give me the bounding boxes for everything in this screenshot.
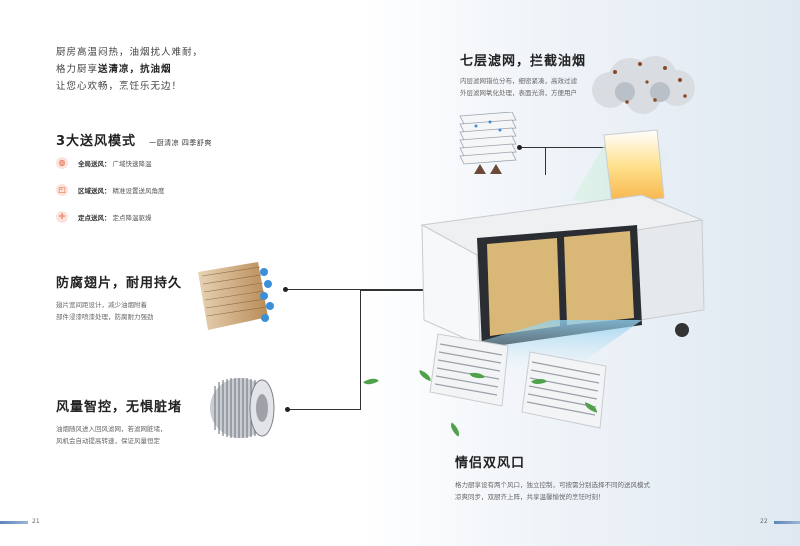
mode-desc: 广域快速降温 bbox=[112, 160, 152, 168]
airflow-desc-2: 风机会自动提高转速，保证风量恒定 bbox=[56, 437, 160, 445]
mode-item-area: ◰ 区域送风：精准设置送风角度 bbox=[56, 183, 165, 197]
fins-desc-2: 部件浸漆喷漆处理，防腐耐力强劲 bbox=[56, 313, 154, 321]
modes-list: ◍ 全局送风：广域快速降温 ◰ 区域送风：精准设置送风角度 ✛ 定点送风：定点降… bbox=[56, 156, 165, 224]
mode-name: 全局送风： bbox=[78, 160, 111, 168]
leaf-decoration bbox=[363, 374, 379, 389]
ac-unit-image bbox=[420, 129, 705, 370]
fins-title: 防腐翅片，耐用持久 bbox=[56, 276, 183, 291]
intro-line-2: 格力厨享送清凉，抗油烟 bbox=[56, 61, 203, 78]
mode-item-global: ◍ 全局送风：广域快速降温 bbox=[56, 156, 165, 170]
crosshair-icon: ✛ bbox=[56, 211, 68, 223]
footer-bar-left bbox=[0, 521, 28, 524]
filter-desc-1: 内层滤网错位分布，细密紧凑，高效过滤 bbox=[460, 77, 577, 85]
filter-section: 七层滤网，拦截油烟 内层滤网错位分布，细密紧凑，高效过滤 外层滤网氧化处理，表面… bbox=[460, 50, 586, 99]
fins-section: 防腐翅片，耐用持久 翅片宽间距设计，减少油烟附着 部件浸漆喷漆处理，防腐耐力强劲 bbox=[56, 272, 182, 323]
dual-outlet-section: 情侣双风口 格力厨享设有两个风口，独立控制，可按需分别选择不同的送风模式 凉爽同… bbox=[455, 452, 650, 503]
mode-desc: 精准设置送风角度 bbox=[112, 187, 165, 195]
fin-image bbox=[198, 262, 274, 330]
dual-outlet-desc-1: 格力厨享设有两个风口，独立控制，可按需分别选择不同的送风模式 bbox=[455, 481, 650, 489]
modes-subtitle: 一厨清凉 四季舒爽 bbox=[149, 139, 212, 147]
grille-left-image bbox=[429, 333, 509, 407]
airflow-section: 风量智控，无惧脏堵 油烟随风进入回风滤网，若滤网脏堵， 风机会自动提高转速，保证… bbox=[56, 396, 182, 447]
dual-outlet-title: 情侣双风口 bbox=[455, 456, 526, 471]
smoke-cloud-image bbox=[592, 56, 695, 114]
intro-line-1: 厨房高温闷热，油烟扰人难耐， bbox=[56, 47, 204, 58]
area-icon: ◰ bbox=[56, 184, 68, 196]
intro-block: 厨房高温闷热，油烟扰人难耐， 格力厨享送清凉，抗油烟 让您心欢畅，烹饪乐无边！ bbox=[56, 44, 203, 95]
fins-desc-1: 翅片宽间距设计，减少油烟附着 bbox=[56, 301, 147, 309]
filter-desc-2: 外层滤网氧化处理，表面光滑，方便用户 bbox=[460, 89, 577, 97]
airflow-title: 风量智控，无惧脏堵 bbox=[56, 400, 183, 415]
mode-name: 区域送风： bbox=[78, 187, 111, 195]
globe-icon: ◍ bbox=[56, 157, 68, 169]
fan-wheel-image bbox=[210, 378, 275, 438]
modes-heading: 3大送风模式 一厨清凉 四季舒爽 bbox=[56, 130, 212, 149]
intro-line-2-pre: 格力厨享 bbox=[56, 64, 99, 75]
page-number-right: 22 bbox=[760, 518, 768, 525]
dual-outlet-desc-2: 凉爽同步，双厨齐上阵，共享温馨愉悦的烹饪时刻！ bbox=[455, 493, 605, 501]
grille-right-image bbox=[521, 351, 607, 429]
filter-stack-image bbox=[459, 112, 517, 174]
leaf-decoration bbox=[447, 422, 463, 437]
intro-line-2-bold: 送清凉，抗油烟 bbox=[98, 64, 172, 75]
mode-item-point: ✛ 定点送风：定点降温驱燥 bbox=[56, 210, 165, 224]
page-number-left: 21 bbox=[32, 518, 40, 525]
modes-title: 3大送风模式 bbox=[56, 134, 137, 149]
mode-desc: 定点降温驱燥 bbox=[112, 214, 152, 222]
filter-title: 七层滤网，拦截油烟 bbox=[460, 54, 587, 69]
airflow-desc-1: 油烟随风进入回风滤网，若滤网脏堵， bbox=[56, 425, 167, 433]
mode-name: 定点送风： bbox=[78, 214, 111, 222]
footer-bar-right bbox=[774, 521, 800, 524]
intro-line-3: 让您心欢畅，烹饪乐无边！ bbox=[56, 81, 183, 92]
